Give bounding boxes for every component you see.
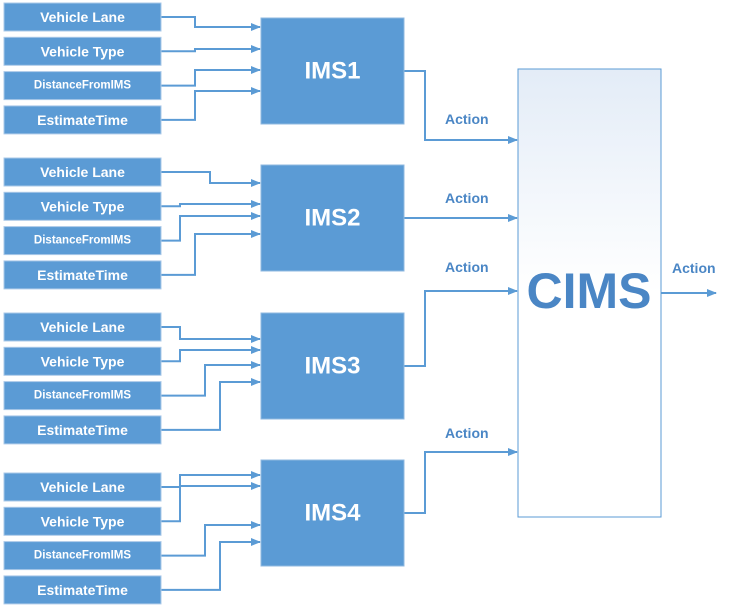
- action-label-ims1: Action: [445, 111, 489, 127]
- input-box-shape: [3, 191, 162, 221]
- input-label: Vehicle Lane: [40, 164, 125, 180]
- input-box-vehicle-lane: Vehicle Lane: [3, 472, 162, 502]
- action-label-ims3: Action: [445, 259, 489, 275]
- input-connector: [161, 66, 261, 87]
- input-label: EstimateTime: [37, 422, 128, 438]
- ims-box-3: IMS3: [260, 312, 405, 420]
- input-box-vehicle-type: Vehicle Type: [3, 191, 162, 221]
- input-connector: [161, 212, 261, 242]
- input-connector: [161, 200, 261, 208]
- ims-to-cims-connector: [404, 287, 518, 367]
- input-box-shape: [3, 541, 162, 571]
- input-label: DistanceFromIMS: [34, 235, 131, 247]
- input-connector: [161, 538, 261, 591]
- input-connector: [161, 171, 261, 187]
- input-label: Vehicle Type: [41, 198, 125, 214]
- cims-output-action-label: Action: [672, 260, 716, 276]
- connector-lines: [161, 16, 717, 591]
- input-label: Vehicle Type: [41, 43, 125, 59]
- input-box-vehicle-type: Vehicle Type: [3, 36, 162, 66]
- input-label: Vehicle Type: [41, 353, 125, 369]
- input-connector: [161, 482, 261, 523]
- input-box-shape: [3, 226, 162, 256]
- ims-box-shape: [260, 164, 405, 272]
- input-connector: [161, 346, 261, 363]
- input-label: Vehicle Lane: [40, 319, 125, 335]
- action-label-ims4: Action: [445, 425, 489, 441]
- ims-box-shape: [260, 459, 405, 567]
- input-label: Vehicle Lane: [40, 9, 125, 25]
- input-box-vehicle-type: Vehicle Type: [3, 346, 162, 376]
- input-connector: [161, 521, 261, 557]
- ims-to-cims-connector: [404, 70, 518, 144]
- ims-box-shape: [260, 312, 405, 420]
- cims-box: CIMS: [517, 68, 662, 518]
- ims-label: IMS3: [304, 353, 360, 380]
- cims-box-shape: [517, 68, 662, 518]
- input-box-shape: [3, 260, 162, 290]
- input-connector: [161, 45, 261, 53]
- input-connector: [161, 16, 261, 31]
- ims-to-cims-connector: [404, 448, 518, 514]
- action-label-ims2: Action: [445, 190, 489, 206]
- input-connector: [161, 230, 261, 276]
- input-box-shape: [3, 312, 162, 342]
- input-box-shape: [3, 381, 162, 411]
- ims-box-2: IMS2: [260, 164, 405, 272]
- ims-box-4: IMS4: [260, 459, 405, 567]
- input-box-distancefromims: DistanceFromIMS: [3, 71, 162, 101]
- input-label: EstimateTime: [37, 582, 128, 598]
- input-connector: [161, 87, 261, 121]
- input-box-distancefromims: DistanceFromIMS: [3, 381, 162, 411]
- input-label: Vehicle Type: [41, 513, 125, 529]
- input-box-distancefromims: DistanceFromIMS: [3, 226, 162, 256]
- input-box-shape: [3, 506, 162, 536]
- input-connector: [161, 326, 261, 343]
- input-box-shape: [3, 415, 162, 445]
- input-connector: [161, 361, 261, 397]
- input-box-shape: [3, 346, 162, 376]
- input-label: EstimateTime: [37, 112, 128, 128]
- input-box-estimatetime: EstimateTime: [3, 415, 162, 445]
- input-box-shape: [3, 157, 162, 187]
- ims-label: IMS2: [304, 205, 360, 232]
- input-box-vehicle-lane: Vehicle Lane: [3, 312, 162, 342]
- input-box-vehicle-lane: Vehicle Lane: [3, 157, 162, 187]
- input-box-shape: [3, 2, 162, 32]
- ims-box-shape: [260, 17, 405, 125]
- input-label: EstimateTime: [37, 267, 128, 283]
- input-box-vehicle-lane: Vehicle Lane: [3, 2, 162, 32]
- ims-label: IMS4: [304, 500, 361, 527]
- input-label: DistanceFromIMS: [34, 390, 131, 402]
- input-label: DistanceFromIMS: [34, 550, 131, 562]
- cims-label: CIMS: [527, 263, 652, 319]
- input-label: DistanceFromIMS: [34, 80, 131, 92]
- ims-label: IMS1: [304, 58, 360, 85]
- input-box-estimatetime: EstimateTime: [3, 260, 162, 290]
- input-box-estimatetime: EstimateTime: [3, 575, 162, 605]
- input-box-distancefromims: DistanceFromIMS: [3, 541, 162, 571]
- ims-box-1: IMS1: [260, 17, 405, 125]
- input-box-vehicle-type: Vehicle Type: [3, 506, 162, 536]
- input-connector: [161, 471, 261, 488]
- input-connector: [161, 378, 261, 431]
- input-box-estimatetime: EstimateTime: [3, 105, 162, 135]
- input-box-shape: [3, 105, 162, 135]
- input-box-shape: [3, 71, 162, 101]
- input-box-shape: [3, 36, 162, 66]
- input-box-shape: [3, 575, 162, 605]
- input-label: Vehicle Lane: [40, 479, 125, 495]
- input-box-shape: [3, 472, 162, 502]
